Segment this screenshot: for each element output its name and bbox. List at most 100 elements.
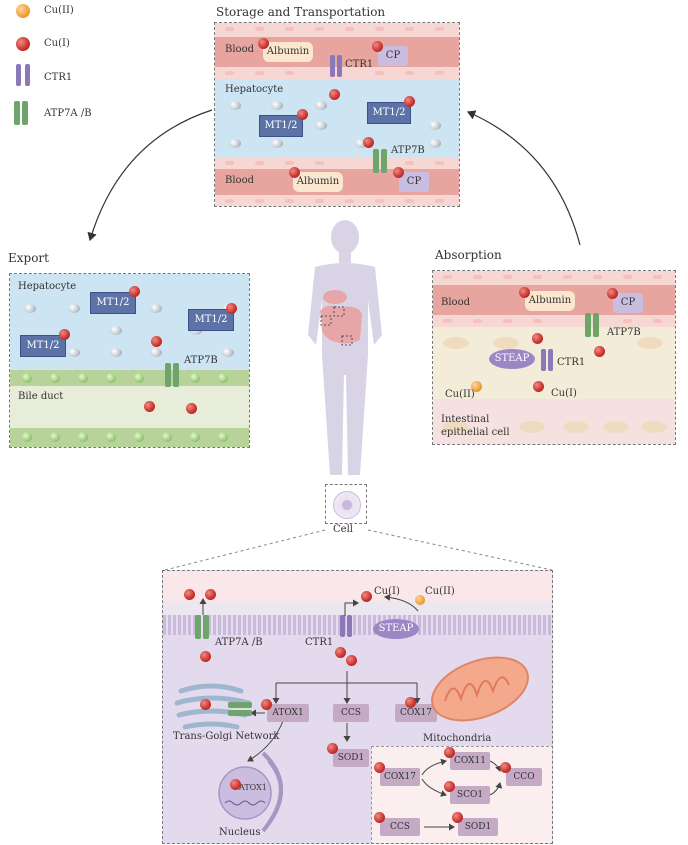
cu1-icon (346, 655, 357, 666)
cu1-icon (361, 591, 372, 602)
absorption-atp7b-label: ATP7B (607, 327, 641, 338)
atp7b-icon (585, 313, 599, 337)
cell-ctr1-label: CTR1 (305, 637, 334, 648)
export-bile-duct-label: Bile duct (18, 391, 64, 402)
absorption-albumin: Albumin (525, 291, 575, 311)
cu1-icon (374, 812, 385, 823)
cu1-icon (289, 167, 300, 178)
storage-atp7b-label: ATP7B (391, 145, 425, 156)
cu1-icon (205, 589, 216, 600)
storage-cp-top: CP (378, 46, 408, 66)
absorption-steap: STEAP (489, 349, 535, 369)
cell-sod1: SOD1 (333, 749, 369, 767)
absorption-cp: CP (613, 293, 643, 313)
atp7-icon (195, 615, 209, 639)
cu2-icon (415, 595, 425, 605)
cu1-icon (297, 109, 308, 120)
absorption-title: Absorption (435, 248, 502, 262)
cell-cu1-label: Cu(I) (374, 586, 400, 597)
cell-panel: ATP7A /B Cu(I) Cu(II) CTR1 STEAP (162, 570, 553, 844)
cell-label: Cell (333, 524, 353, 535)
cu1-icon (405, 697, 416, 708)
cell-membrane (163, 615, 552, 635)
cu1-icon (258, 38, 269, 49)
cell-arrows (199, 593, 421, 762)
storage-albumin-bottom: Albumin (293, 172, 343, 192)
cell-steap: STEAP (373, 619, 419, 639)
storage-panel: Blood Albumin CTR1 CP Hepatocyte MT1/2 M… (214, 22, 460, 207)
export-mt-1: MT1/2 (90, 292, 136, 314)
atp7b-icon (165, 363, 179, 387)
absorption-cu1-label: Cu(I) (551, 388, 577, 399)
cell-icon (333, 491, 361, 519)
cell-nucleus-label: Nucleus (219, 827, 261, 838)
legend-atp7-label: ATP7A /B (44, 108, 92, 119)
cu1-icon (372, 41, 383, 52)
export-title: Export (8, 251, 49, 265)
cu1-icon (200, 651, 211, 662)
cu1-icon (327, 743, 338, 754)
cell-atox1: ATOX1 (267, 704, 309, 722)
cell-ccs: CCS (333, 704, 369, 722)
cell-mito-label: Mitochondria (423, 733, 492, 744)
mito-cco: CCO (506, 768, 542, 786)
ctr1-icon (16, 64, 30, 88)
cell-golgi-label: Trans-Golgi Network (173, 731, 280, 742)
cell-icon-frame (325, 484, 367, 524)
storage-ctr1-label: CTR1 (345, 59, 374, 70)
absorption-panel: Blood Albumin CP ATP7B STEAP CTR1 Cu(II)… (432, 270, 676, 445)
absorption-blood-label: Blood (441, 297, 470, 308)
nucleus-icon (218, 751, 283, 833)
cu1-icon (335, 647, 346, 658)
cu1-icon (16, 37, 30, 51)
cu1-icon (444, 781, 455, 792)
ctr1-icon (330, 55, 342, 77)
cu1-icon (533, 381, 544, 392)
export-hepatocyte-label: Hepatocyte (18, 281, 77, 292)
ctr1-icon (541, 349, 553, 371)
cu1-icon (607, 288, 618, 299)
cu1-icon (374, 762, 385, 773)
storage-blood-top: Blood (225, 44, 254, 55)
export-atp7b-label: ATP7B (184, 355, 218, 366)
cu1-icon (151, 336, 162, 347)
mitochondria-icon (431, 656, 529, 722)
cu1-icon (404, 96, 415, 107)
absorption-ctr1-label: CTR1 (557, 357, 586, 368)
legend-cu2-label: Cu(II) (44, 5, 74, 16)
mito-cox11: COX11 (450, 752, 490, 770)
cu1-icon (393, 167, 404, 178)
arrow-storage-to-export (87, 109, 213, 242)
cu1-icon (329, 89, 340, 100)
cu1-icon (444, 747, 455, 758)
cu2-icon (471, 381, 482, 392)
storage-cp-bottom: CP (399, 172, 429, 192)
cu1-icon (144, 401, 155, 412)
cu1-icon (184, 589, 195, 600)
atp7-icon (14, 101, 28, 125)
mito-sod1: SOD1 (458, 818, 498, 836)
cu1-icon (230, 779, 241, 790)
cell-atox1-nucleus: ATOX1 (239, 783, 267, 792)
mito-cox17: COX17 (380, 768, 420, 786)
export-panel: Hepatocyte MT1/2 MT1/2 MT1/2 ATP7B Bile … (9, 273, 250, 448)
cu1-icon (363, 137, 374, 148)
storage-title: Storage and Transportation (216, 5, 386, 19)
cell-cox17: COX17 (395, 704, 437, 722)
zoom-line-right (367, 529, 553, 571)
absorption-intestinal-label-2: epithelial cell (441, 427, 510, 438)
cu1-icon (519, 287, 530, 298)
storage-mt-left: MT1/2 (259, 115, 303, 137)
human-body (308, 220, 382, 475)
cu1-icon (200, 699, 211, 710)
cu1-icon (532, 333, 543, 344)
storage-albumin-top: Albumin (263, 42, 313, 62)
cu1-icon (226, 303, 237, 314)
export-mt-3: MT1/2 (20, 335, 66, 357)
legend-cu1-label: Cu(I) (44, 38, 70, 49)
cell-atp7-label: ATP7A /B (215, 637, 263, 648)
ctr1-icon (340, 615, 352, 637)
export-mt-2: MT1/2 (188, 309, 234, 331)
legend-ctr1-label: CTR1 (44, 72, 73, 83)
